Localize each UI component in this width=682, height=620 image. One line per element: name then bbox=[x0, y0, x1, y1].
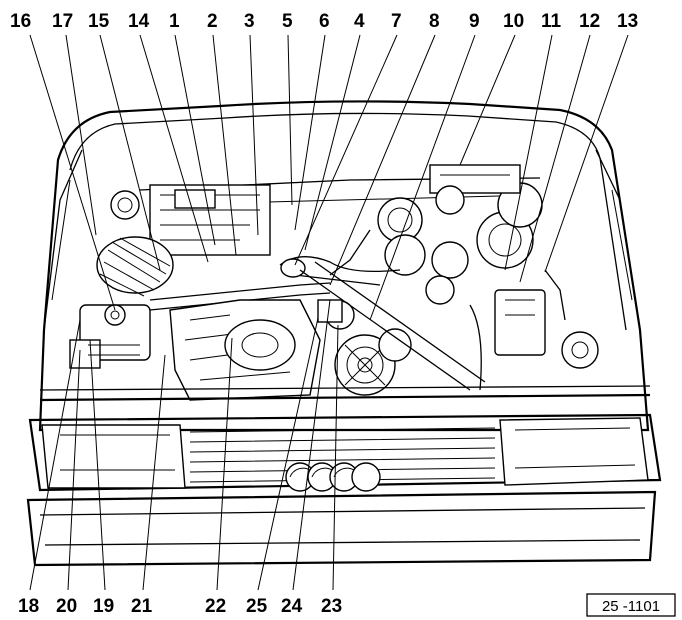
label-23: 23 bbox=[321, 596, 342, 617]
label-14: 14 bbox=[128, 11, 150, 32]
reference-code: 25 -1101 bbox=[602, 598, 660, 615]
label-24: 24 bbox=[281, 596, 303, 617]
label-21: 21 bbox=[131, 596, 153, 617]
bottom-leader-lines bbox=[29, 299, 339, 591]
bottom-labels: 18 20 19 21 22 25 24 23 bbox=[18, 596, 342, 617]
label-3: 3 bbox=[244, 11, 255, 32]
label-10: 10 bbox=[503, 11, 524, 32]
label-2: 2 bbox=[207, 11, 218, 32]
top-leader-lines bbox=[29, 34, 629, 321]
label-8: 8 bbox=[429, 11, 440, 32]
label-25: 25 bbox=[246, 596, 268, 617]
label-1: 1 bbox=[169, 11, 180, 32]
label-16: 16 bbox=[10, 11, 31, 32]
label-5: 5 bbox=[282, 11, 293, 32]
engine-bay-drawing bbox=[26, 100, 662, 567]
label-6: 6 bbox=[319, 11, 330, 32]
reference-code-box: 25 -1101 bbox=[586, 593, 676, 617]
label-22: 22 bbox=[205, 596, 226, 617]
label-9: 9 bbox=[469, 11, 480, 32]
label-18: 18 bbox=[18, 596, 39, 617]
label-20: 20 bbox=[56, 596, 77, 617]
label-17: 17 bbox=[52, 11, 73, 32]
label-19: 19 bbox=[93, 596, 114, 617]
label-15: 15 bbox=[88, 11, 110, 32]
label-7: 7 bbox=[391, 11, 402, 32]
top-labels: 16 17 15 14 1 2 3 5 6 4 7 8 9 10 11 12 1… bbox=[10, 11, 638, 32]
label-13: 13 bbox=[617, 11, 638, 32]
label-11: 11 bbox=[541, 11, 562, 32]
label-4: 4 bbox=[354, 11, 365, 32]
label-12: 12 bbox=[579, 11, 600, 32]
